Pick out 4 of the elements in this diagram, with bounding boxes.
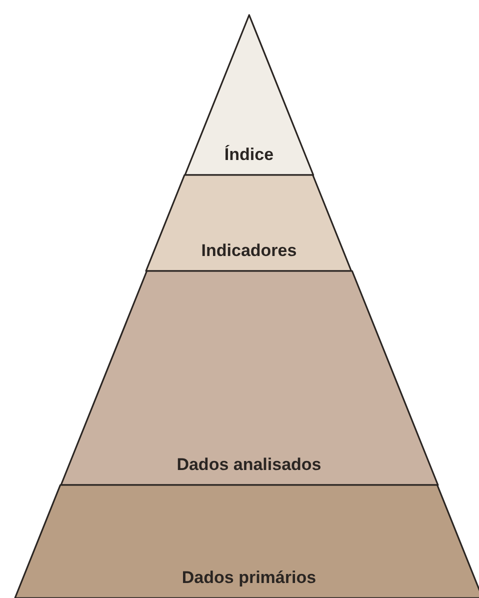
tier-label: Dados analisados xyxy=(176,455,322,475)
tier-label: Dados primários xyxy=(182,568,316,588)
tier-label: Índice xyxy=(224,145,274,165)
tier-label: Indicadores xyxy=(201,241,297,261)
